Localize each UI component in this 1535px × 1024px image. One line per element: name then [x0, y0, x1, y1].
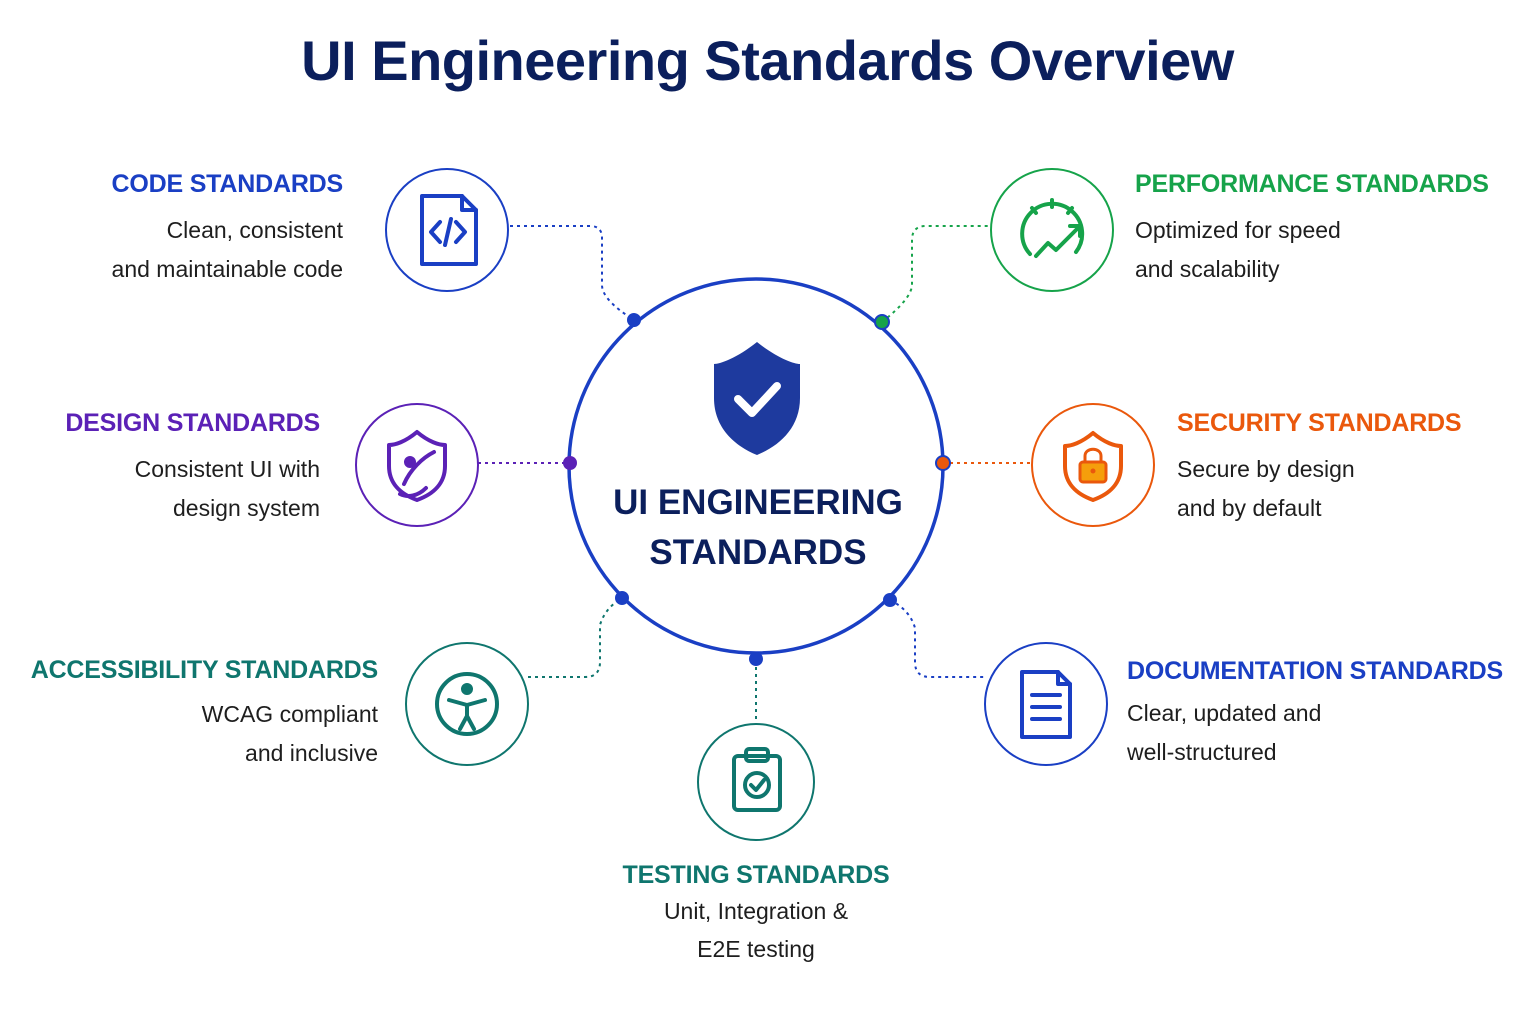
- standard-security: SECURITY STANDARDS Secure by design and …: [1177, 409, 1462, 528]
- standard-design: DESIGN STANDARDS Consistent UI with desi…: [65, 409, 320, 528]
- hub-dot-code: [627, 313, 641, 327]
- standard-performance: PERFORMANCE STANDARDS Optimized for spee…: [1135, 170, 1489, 289]
- standard-accessibility: ACCESSIBILITY STANDARDS WCAG compliant a…: [31, 656, 378, 773]
- standard-desc-line2: E2E testing: [697, 936, 815, 962]
- hub-dot-design: [563, 456, 577, 470]
- node-circle-documentation: [984, 642, 1108, 766]
- connector-code: [510, 225, 635, 321]
- node-circle-testing: [697, 723, 815, 841]
- accessibility-icon: [435, 672, 499, 736]
- hub-dot-performance: [874, 314, 890, 330]
- standard-desc-line2: and by default: [1177, 495, 1322, 521]
- standard-desc-line2: design system: [172, 495, 320, 521]
- page-title: UI Engineering Standards Overview: [301, 29, 1234, 92]
- hub-dot-security: [935, 455, 951, 471]
- connector-accessibility: [528, 597, 623, 678]
- standard-title: DOCUMENTATION STANDARDS: [1127, 657, 1503, 685]
- standard-desc-line1: Unit, Integration &: [663, 898, 849, 924]
- connector-performance: [881, 225, 992, 323]
- standard-testing: TESTING STANDARDS Unit, Integration & E2…: [556, 861, 956, 968]
- standard-title: CODE STANDARDS: [111, 170, 344, 198]
- lock-shield-icon: [1063, 431, 1123, 502]
- document-icon: [1020, 670, 1072, 739]
- standard-desc-line1: Optimized for speed: [1135, 217, 1341, 243]
- standard-desc-line1: Clear, updated and: [1127, 700, 1322, 726]
- standard-documentation: DOCUMENTATION STANDARDS Clear, updated a…: [1127, 657, 1503, 772]
- standard-desc-line2: and maintainable code: [111, 256, 343, 282]
- hub-dot-accessibility: [615, 591, 629, 605]
- standard-title: PERFORMANCE STANDARDS: [1135, 170, 1489, 198]
- standard-code: CODE STANDARDS Clean, consistent and mai…: [111, 170, 344, 289]
- standard-desc-line2: and scalability: [1135, 256, 1280, 282]
- hub-label: UI ENGINEERING STANDARDS: [568, 478, 948, 578]
- clipboard-check-icon: [732, 747, 782, 812]
- node-circle-performance: [990, 168, 1114, 292]
- connector-documentation: [889, 599, 986, 678]
- hub-label-line2: STANDARDS: [649, 533, 867, 572]
- speed-gauge-icon: [1020, 198, 1085, 258]
- standard-title: TESTING STANDARDS: [622, 861, 890, 889]
- standard-desc-line2: well-structured: [1127, 739, 1277, 765]
- code-file-icon: [420, 194, 478, 266]
- hub-dot-testing: [749, 652, 763, 666]
- standard-title: SECURITY STANDARDS: [1177, 409, 1462, 437]
- standard-desc-line2: and inclusive: [245, 740, 378, 766]
- standard-desc-line1: Secure by design: [1177, 456, 1355, 482]
- standard-desc-line1: WCAG compliant: [201, 701, 378, 727]
- standard-title: DESIGN STANDARDS: [65, 409, 320, 437]
- standard-desc-line1: Consistent UI with: [134, 456, 320, 482]
- design-shield-icon: [387, 430, 447, 502]
- hub-dot-documentation: [883, 593, 897, 607]
- standard-desc-line1: Clean, consistent: [166, 217, 343, 243]
- shield-check-icon: [714, 342, 800, 455]
- hub-label-line1: UI ENGINEERING: [613, 483, 903, 522]
- standard-title: ACCESSIBILITY STANDARDS: [30, 656, 378, 684]
